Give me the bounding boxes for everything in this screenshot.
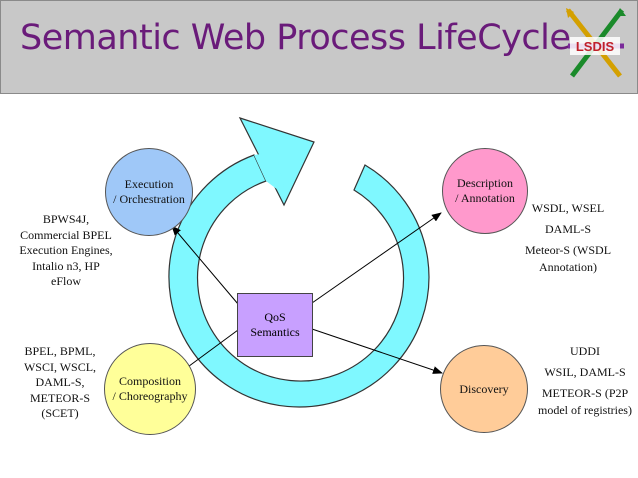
note-line: Intalio n3, HP bbox=[32, 258, 100, 273]
discovery-node: Discovery bbox=[440, 345, 528, 433]
discovery-label: Discovery bbox=[459, 381, 509, 396]
qos-to-description-arrow bbox=[311, 212, 442, 304]
note-line: BPEL, BPML, bbox=[24, 344, 96, 358]
note-line: eFlow bbox=[51, 274, 81, 288]
cycle-arrow-ring bbox=[168, 154, 430, 408]
description-node: Description / Annotation bbox=[442, 148, 528, 234]
note-line: WSDL, WSEL bbox=[531, 201, 605, 215]
note-line: DAML-S, bbox=[35, 375, 85, 389]
logo-text: LSDIS bbox=[576, 39, 615, 54]
lsdis-logo: LSDIS bbox=[566, 8, 626, 78]
qos-label-line1: QoS bbox=[264, 310, 286, 324]
execution-label-line2: / Orchestration bbox=[113, 192, 185, 206]
description-label-line2: / Annotation bbox=[455, 191, 515, 205]
composition-notes: BPEL, BPML, WSCI, WSCL, DAML-S, METEOR-S… bbox=[0, 344, 120, 422]
note-line: METEOR-S (P2P bbox=[541, 386, 629, 400]
description-notes: WSDL, WSEL DAML-S Meteor-S (WSDL Annotat… bbox=[516, 200, 620, 276]
qos-to-discovery-arrow bbox=[311, 328, 443, 374]
page-title: Semantic Web Process LifeCycle bbox=[20, 18, 571, 58]
qos-to-execution-arrow bbox=[171, 225, 239, 305]
discovery-notes: UDDI WSIL, DAML-S METEOR-S (P2P model of… bbox=[532, 343, 638, 419]
note-line: METEOR-S bbox=[30, 390, 90, 405]
qos-to-composition-arrow bbox=[180, 329, 239, 373]
note-line: (SCET) bbox=[41, 406, 79, 420]
title-bar bbox=[0, 0, 638, 94]
description-label-line1: Description bbox=[456, 176, 513, 190]
composition-label-line1: Composition bbox=[118, 374, 181, 388]
note-line: BPWS4J, bbox=[42, 212, 90, 226]
execution-notes: BPWS4J, Commercial BPEL Execution Engine… bbox=[2, 212, 130, 290]
note-line: Meteor-S (WSDL bbox=[524, 243, 612, 257]
note-line: Annotation) bbox=[539, 260, 597, 274]
note-line: Commercial BPEL bbox=[20, 227, 112, 242]
qos-semantics-box: QoS Semantics bbox=[237, 293, 313, 357]
note-line: model of registries) bbox=[538, 403, 632, 417]
note-line: WSIL, DAML-S bbox=[544, 365, 626, 379]
qos-label-line2: Semantics bbox=[250, 325, 300, 339]
execution-node: Execution / Orchestration bbox=[105, 148, 193, 236]
composition-label-line2: / Choreography bbox=[112, 389, 188, 403]
note-line: Execution Engines, bbox=[19, 243, 113, 257]
composition-node: Composition / Choreography bbox=[104, 343, 196, 435]
note-line: UDDI bbox=[570, 344, 600, 358]
note-line: DAML-S bbox=[544, 222, 591, 236]
execution-label-line1: Execution bbox=[124, 177, 174, 191]
note-line: WSCI, WSCL, bbox=[23, 359, 97, 374]
